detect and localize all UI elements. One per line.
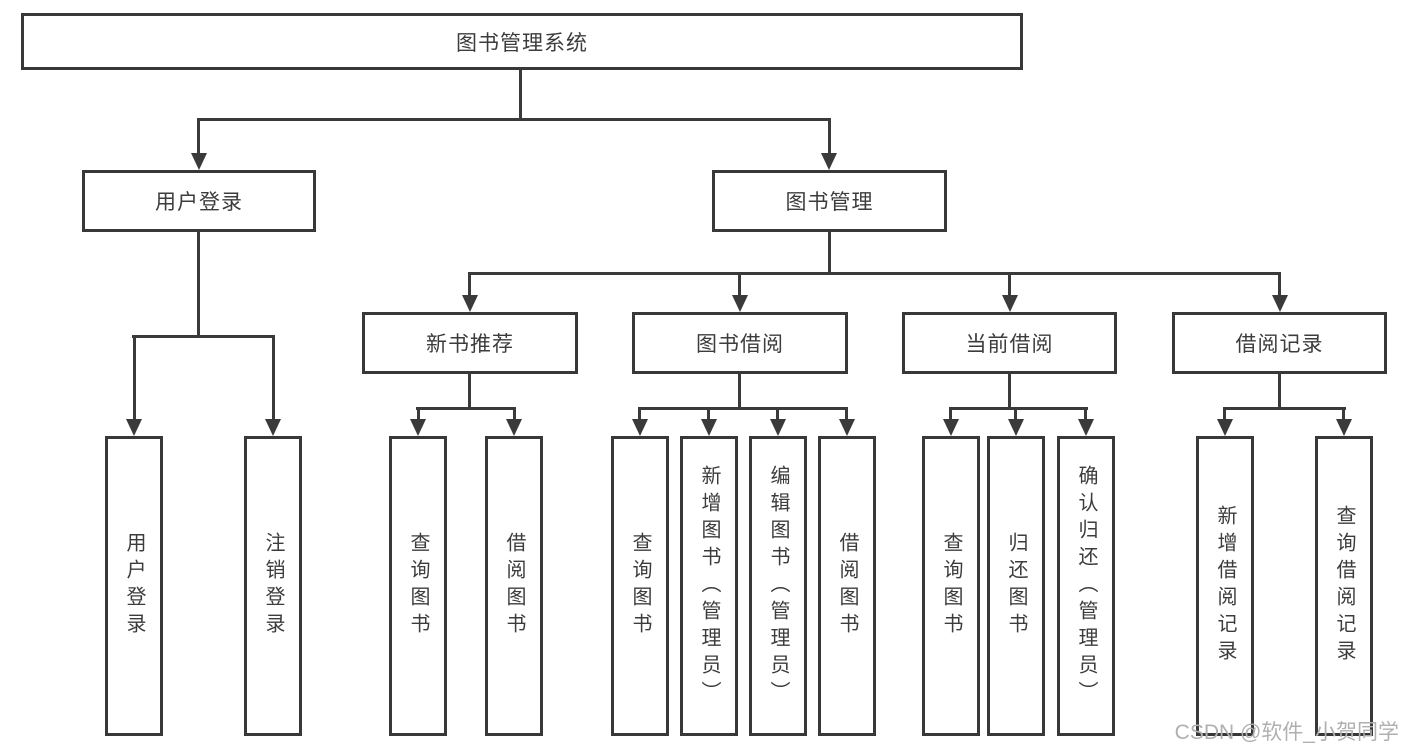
leaf-user-login: 用户登录 [105,436,163,736]
arrowhead-icon [506,419,522,436]
arrowhead-icon [191,153,207,170]
edge-stub [513,407,516,421]
leaf-query-borrow-record: 查询借阅记录 [1315,436,1373,736]
leaf-add-books-admin: 新增图书（管理员） [680,436,738,736]
arrowhead-icon [770,419,786,436]
node-library-management-system: 图书管理系统 [21,13,1023,70]
leaf-borrow-books: 借阅图书 [818,436,876,736]
arrowhead-icon [1217,419,1233,436]
node-borrow-records: 借阅记录 [1172,312,1387,374]
arrowhead-icon [1008,419,1024,436]
node-current-borrow: 当前借阅 [902,312,1117,374]
edge-bookmgmt-stem [828,232,831,272]
arrowhead-icon [1336,419,1352,436]
edge-stub [1278,272,1281,297]
leaf-logout: 注销登录 [244,436,302,736]
node-label: 新增借阅记录 [1214,505,1236,667]
node-label: 图书管理 [785,191,874,214]
arrowhead-icon [1078,419,1094,436]
edge-bookborrow-branch [638,407,848,410]
node-label: 确认归还（管理员） [1075,464,1097,708]
edge-currentborrow-branch [949,407,1088,410]
edge-stub [1008,272,1011,297]
node-user-login: 用户登录 [82,170,316,232]
node-label: 查询图书 [629,532,651,640]
edge-stub [272,335,275,421]
node-label: 编辑图书（管理员） [767,464,789,708]
node-book-management: 图书管理 [712,170,947,232]
arrowhead-icon [632,419,648,436]
node-label: 用户登录 [123,532,145,640]
edge-stub [738,272,741,297]
leaf-return-books: 归还图书 [987,436,1045,736]
arrowhead-icon [732,295,748,312]
leaf-query-books-current: 查询图书 [922,436,980,736]
edge-stub [468,272,471,297]
arrowhead-icon [1272,295,1288,312]
arrowhead-icon [701,419,717,436]
edge-newbook-branch [416,407,516,410]
edge-stub [133,335,136,421]
arrowhead-icon [265,419,281,436]
edge-borrowrecords-branch [1223,407,1346,410]
edge-userlogin-stem [197,232,200,335]
edge-stub [1014,407,1017,421]
edge-stub [776,407,779,421]
node-label: 查询借阅记录 [1333,505,1355,667]
edge-stub [845,407,848,421]
edge-userlogin-branch [132,335,275,338]
leaf-query-books-borrow: 查询图书 [611,436,669,736]
edge-newbook-stem [468,374,471,407]
node-new-book-recommend: 新书推荐 [362,312,578,374]
edge-bookborrow-stem [738,374,741,407]
node-label: 当前借阅 [965,333,1054,356]
edge-stub [828,118,831,154]
edge-root-stem [519,70,522,118]
node-label: 查询图书 [940,532,962,640]
edge-stub [1084,407,1087,421]
leaf-confirm-return-admin: 确认归还（管理员） [1057,436,1115,736]
arrowhead-icon [126,419,142,436]
edge-borrowrecords-stem [1278,374,1281,407]
edge-stub [707,407,710,421]
node-label: 借阅图书 [503,532,525,640]
leaf-edit-books-admin: 编辑图书（管理员） [749,436,807,736]
edge-bookmgmt-branch [468,272,1281,275]
edge-stub [417,407,420,421]
node-label: 查询图书 [407,532,429,640]
node-label: 新增图书（管理员） [698,464,720,708]
edge-stub [638,407,641,421]
leaf-query-books-newbook: 查询图书 [389,436,447,736]
node-label: 图书管理系统 [456,31,588,55]
node-label: 归还图书 [1005,532,1027,640]
edge-currentborrow-stem [1008,374,1011,407]
node-label: 借阅图书 [836,532,858,640]
edge-stub [949,407,952,421]
node-book-borrow: 图书借阅 [632,312,848,374]
arrowhead-icon [462,295,478,312]
leaf-add-borrow-record: 新增借阅记录 [1196,436,1254,736]
arrowhead-icon [1002,295,1018,312]
node-label: 注销登录 [262,532,284,640]
leaf-borrow-books-newbook: 借阅图书 [485,436,543,736]
edge-stub [1342,407,1345,421]
arrowhead-icon [821,153,837,170]
node-label: 借阅记录 [1235,333,1324,356]
node-label: 新书推荐 [426,333,514,356]
arrowhead-icon [943,419,959,436]
edge-stub [197,118,200,154]
csdn-watermark: CSDN @软件_小贺同学 [1174,721,1399,744]
node-label: 图书借阅 [696,333,784,356]
arrowhead-icon [410,419,426,436]
node-label: 用户登录 [155,191,243,214]
edge-stub [1223,407,1226,421]
edge-root-branch [197,118,831,121]
arrowhead-icon [839,419,855,436]
